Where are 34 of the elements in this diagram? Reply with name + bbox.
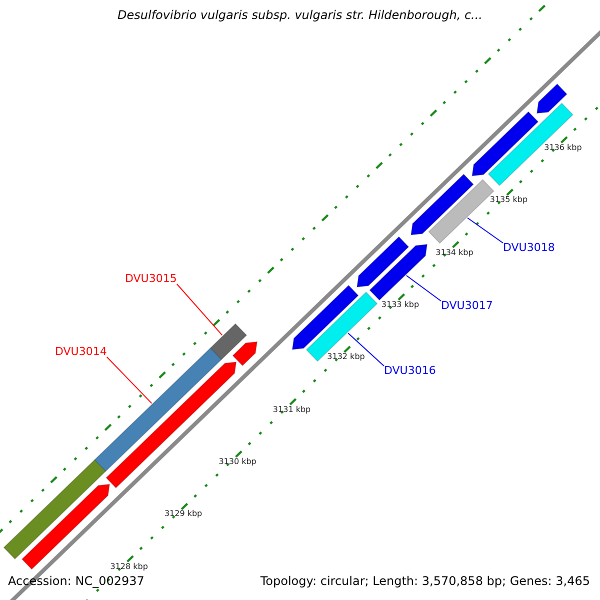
gene-label: DVU3014 <box>55 345 107 358</box>
leader-line <box>348 332 384 366</box>
gene-block <box>369 244 428 301</box>
gene-block <box>536 83 568 114</box>
scale-label: 3128 kbp <box>110 562 148 571</box>
gene-block <box>232 341 258 366</box>
leader-line <box>406 274 442 302</box>
gene-label: DVU3016 <box>384 364 436 377</box>
scale-label: 3133 kbp <box>381 300 420 309</box>
scale-label: 3135 kbp <box>490 195 528 204</box>
gene-bar <box>210 323 248 360</box>
gene-label: DVU3018 <box>503 241 555 254</box>
gene-block <box>292 284 359 350</box>
gene-bar <box>3 459 106 560</box>
gene-block <box>356 236 410 288</box>
gene-bar <box>306 291 378 362</box>
scale-label: 3134 kbp <box>436 248 474 257</box>
gene-label: DVU3017 <box>441 299 493 312</box>
scale-label: 3132 kbp <box>327 352 365 362</box>
gene-block <box>21 484 110 570</box>
gene-block <box>106 361 237 489</box>
gene-block <box>472 111 539 176</box>
diagram-title: Desulfovibrio vulgaris subsp. vulgaris str. Hildenborough, c... <box>118 8 482 22</box>
scale-label: 3130 kbp <box>218 457 256 466</box>
leader-line <box>467 217 504 244</box>
leader-line <box>176 284 223 336</box>
scale-label: 3131 kbp <box>272 404 311 414</box>
gene-label: DVU3015 <box>125 272 177 285</box>
gene-block <box>410 174 474 236</box>
leader-line <box>106 356 152 404</box>
accession-text: Accession: NC_002937 <box>8 574 144 588</box>
scale-label: 3129 kbp <box>164 509 202 518</box>
scale-label: 3136 kbp <box>544 142 582 152</box>
genome-info-text: Topology: circular; Length: 3,570,858 bp; Genes: 3,465 <box>258 574 592 588</box>
